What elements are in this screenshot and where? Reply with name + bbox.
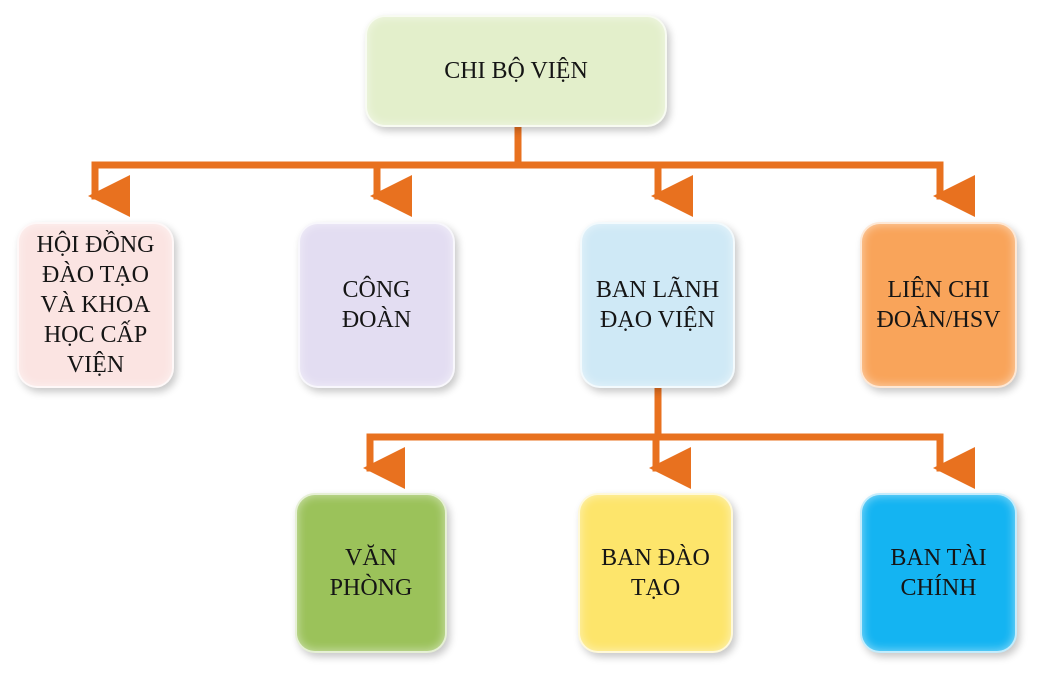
node-van-phong: VĂN PHÒNG <box>295 493 447 653</box>
node-lien-chi-doan-hsv: LIÊN CHI ĐOÀN/HSV <box>860 222 1017 388</box>
node-ban-dao-tao: BAN ĐÀO TẠO <box>578 493 733 653</box>
node-chi-bo-vien: CHI BỘ VIỆN <box>365 15 667 127</box>
node-chi-bo-vien-label: CHI BỘ VIỆN <box>444 58 588 84</box>
node-ban-dao-tao-label: BAN ĐÀO TẠO <box>601 545 710 601</box>
node-hoi-dong-dao-tao: HỘI ĐỒNG ĐÀO TẠO VÀ KHOA HỌC CẤP VIỆN <box>17 222 174 388</box>
node-van-phong-label: VĂN PHÒNG <box>329 545 413 601</box>
node-lien-chi-doan-hsv-label: LIÊN CHI ĐOÀN/HSV <box>876 277 1001 333</box>
node-ban-lanh-dao-vien: BAN LÃNH ĐẠO VIỆN <box>580 222 735 388</box>
node-ban-lanh-dao-vien-label: BAN LÃNH ĐẠO VIỆN <box>595 277 720 333</box>
node-ban-tai-chinh: BAN TÀI CHÍNH <box>860 493 1017 653</box>
node-cong-doan: CÔNG ĐOÀN <box>298 222 455 388</box>
node-cong-doan-label: CÔNG ĐOÀN <box>341 277 412 333</box>
node-hoi-dong-dao-tao-label: HỘI ĐỒNG ĐÀO TẠO VÀ KHOA HỌC CẤP VIỆN <box>36 232 155 378</box>
node-ban-tai-chinh-label: BAN TÀI CHÍNH <box>890 545 987 601</box>
